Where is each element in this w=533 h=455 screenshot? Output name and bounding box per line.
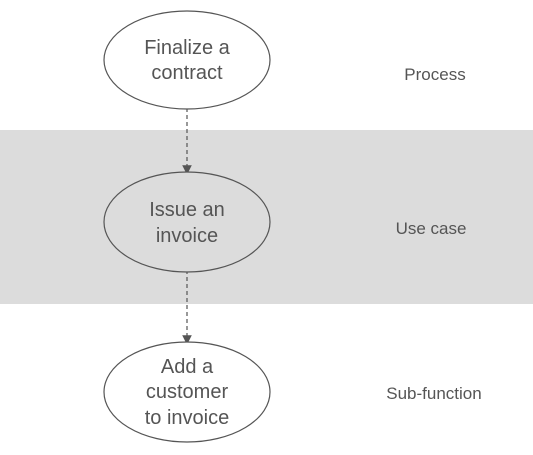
level-label-use-case: Use case: [396, 219, 467, 238]
level-label-sub-function: Sub-function: [386, 384, 481, 403]
usecase-node-line-2: invoice: [156, 225, 218, 247]
subfunction-node-line-1: Add a: [161, 356, 214, 378]
subfunction-node-line-3: to invoice: [145, 407, 230, 429]
subfunction-ellipse: [103, 341, 271, 443]
subfunction-node-line-2: customer: [146, 381, 229, 403]
process-node-line-1: Finalize a: [144, 37, 230, 59]
process-ellipse: [103, 10, 271, 110]
subfunction-node: Add a customer to invoice: [103, 341, 271, 443]
process-node-line-2: contract: [151, 62, 223, 84]
process-node: Finalize a contract: [103, 10, 271, 110]
usecase-node-line-1: Issue an: [149, 199, 225, 221]
usecase-node: Issue an invoice: [103, 171, 271, 273]
usecase-ellipse: [103, 171, 271, 273]
level-label-process: Process: [404, 65, 465, 84]
